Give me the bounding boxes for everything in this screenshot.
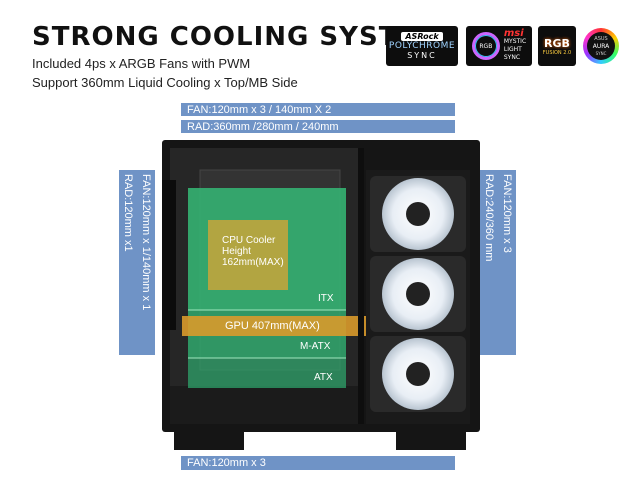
itx-label: ITX — [318, 293, 334, 304]
asrock-line2: SYNC — [407, 51, 437, 60]
feature-line-liquid: Support 360mm Liquid Cooling x Top/MB Si… — [32, 75, 298, 90]
side-fan-1 — [370, 176, 466, 252]
bottom-fan-spec-bar: FAN:120mm x 3 — [181, 456, 455, 470]
msi-line2: LIGHT — [503, 46, 522, 53]
case-foot-right — [396, 432, 466, 450]
msi-line1: MYSTIC — [503, 38, 527, 45]
atx-label: ATX — [314, 372, 333, 383]
rear-fan-spec-text: FAN:120mm x 1/140mm x 1 — [140, 174, 152, 311]
chamber-divider — [358, 148, 364, 424]
msi-mystic-light-badge: RGB msi MYSTIC LIGHT SYNC — [466, 26, 532, 66]
feature-line-argb: Included 4ps x ARGB Fans with PWM — [32, 56, 251, 71]
pc-case-illustration — [162, 140, 480, 450]
side-fan-3 — [370, 336, 466, 412]
case-foot-left — [174, 432, 244, 450]
asrock-line1: POLYCHROME — [388, 41, 456, 51]
msi-logo-text: msi — [503, 28, 524, 39]
cpu-cooler-line3: 162mm(MAX) — [222, 257, 284, 268]
side-rad-spec-text: RAD:240/360 mm — [483, 174, 495, 262]
rear-fan-spec-bar: FAN:120mm x 1/140mm x 1 — [137, 170, 155, 355]
rear-rad-spec-bar: RAD:120mm x1 — [119, 170, 137, 355]
top-fan-spec-text: FAN:120mm x 3 / 140mm X 2 — [187, 103, 332, 116]
cpu-cooler-label: CPU Cooler Height 162mm(MAX) — [222, 235, 284, 268]
side-fan-2 — [370, 256, 466, 332]
rear-panel — [162, 180, 176, 330]
matx-label: M-ATX — [300, 341, 331, 352]
asrock-logo-text: ASRock — [401, 32, 443, 41]
msi-rgb-text: RGB — [479, 42, 493, 50]
aura-line2: SYNC — [595, 50, 607, 56]
cpu-cooler-zone — [208, 220, 288, 290]
gigabyte-rgb-fusion-badge: RGB FUSION 2.0 — [538, 26, 576, 66]
side-rad-spec-bar: RAD:240/360 mm — [480, 170, 498, 355]
aura-ring-icon: ASUS AURA SYNC — [583, 28, 619, 64]
top-fan-spec-bar: FAN:120mm x 3 / 140mm X 2 — [181, 103, 455, 116]
asrock-polychrome-badge: ASRock POLYCHROME SYNC — [386, 26, 458, 66]
bottom-fan-spec-text: FAN:120mm x 3 — [187, 457, 266, 469]
gpu-length-arrow — [182, 308, 394, 344]
psu-shroud — [170, 386, 362, 424]
fusion-line1: RGB — [544, 36, 570, 50]
asus-logo-text: ASUS — [594, 35, 608, 42]
top-rad-spec-text: RAD:360mm /280mm / 240mm — [187, 120, 339, 133]
rear-rad-spec-text: RAD:120mm x1 — [122, 174, 134, 252]
msi-line3: SYNC — [503, 54, 521, 61]
asus-aura-sync-badge: ASUS AURA SYNC — [580, 26, 622, 66]
side-fan-spec-text: FAN:120mm x 3 — [501, 174, 513, 253]
page-title: STRONG COOLING SYSTEM — [32, 22, 444, 52]
cpu-cooler-line2: Height — [222, 246, 251, 257]
msi-rgb-ring-icon: RGB — [471, 32, 500, 60]
side-fan-spec-bar: FAN:120mm x 3 — [498, 170, 516, 355]
aura-line1: AURA — [592, 42, 610, 50]
top-rad-spec-bar: RAD:360mm /280mm / 240mm — [181, 120, 455, 133]
cpu-cooler-line1: CPU Cooler — [222, 235, 276, 246]
gpu-length-label: GPU 407mm(MAX) — [225, 320, 320, 332]
fusion-line2: FUSION 2.0 — [542, 49, 572, 56]
